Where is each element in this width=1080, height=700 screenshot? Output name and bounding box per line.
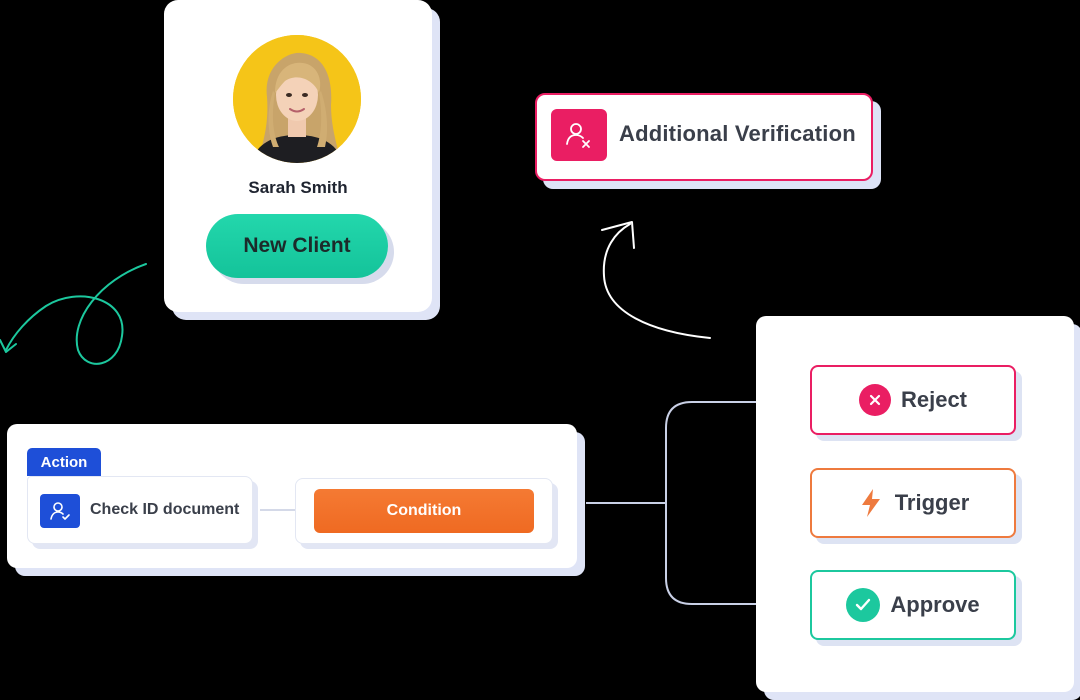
reject-label: Reject bbox=[901, 387, 967, 413]
action-label: Check ID document bbox=[90, 501, 239, 519]
user-x-icon bbox=[551, 109, 607, 161]
approve-label: Approve bbox=[890, 592, 979, 618]
curved-arrow bbox=[604, 224, 710, 338]
person-illustration bbox=[233, 35, 361, 163]
verification-label: Additional Verification bbox=[619, 121, 856, 147]
user-check-icon bbox=[40, 494, 80, 528]
approve-button[interactable]: Approve bbox=[810, 570, 1016, 640]
action-tag: Action bbox=[27, 448, 101, 476]
branch-connector-upper bbox=[666, 402, 756, 604]
check-circle-icon bbox=[846, 588, 880, 622]
x-circle-icon bbox=[859, 384, 891, 416]
lightning-icon bbox=[857, 487, 885, 519]
client-name: Sarah Smith bbox=[164, 178, 432, 198]
trigger-button[interactable]: Trigger bbox=[810, 468, 1016, 538]
outcomes-card: Reject Trigger Approve bbox=[756, 316, 1074, 692]
additional-verification-card[interactable]: Additional Verification bbox=[535, 93, 873, 181]
curved-arrowhead bbox=[602, 222, 634, 248]
client-profile-card: Sarah Smith New Client bbox=[164, 0, 432, 312]
step-connector bbox=[260, 509, 296, 511]
new-client-button[interactable]: New Client bbox=[206, 214, 388, 278]
swirl-arrowhead bbox=[0, 340, 16, 352]
avatar bbox=[233, 35, 361, 163]
condition-button[interactable]: Condition bbox=[314, 489, 534, 533]
condition-step: Condition bbox=[295, 478, 553, 544]
workflow-card: Action Check ID document Condition bbox=[7, 424, 577, 568]
trigger-label: Trigger bbox=[895, 490, 970, 516]
action-step[interactable]: Check ID document bbox=[27, 476, 253, 544]
swirl-arrow bbox=[6, 264, 146, 364]
reject-button[interactable]: Reject bbox=[810, 365, 1016, 435]
